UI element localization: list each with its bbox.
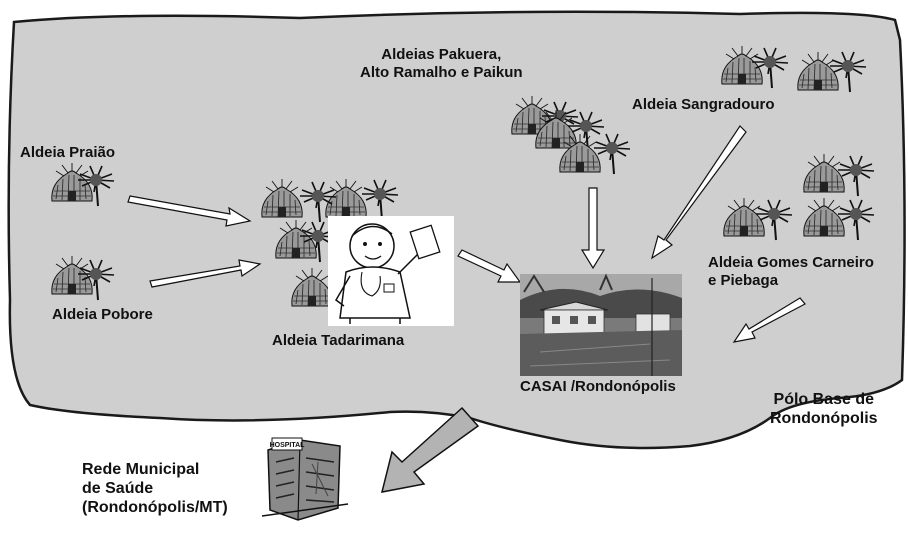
arrow-pakuera-to-casai [580, 187, 606, 270]
casai-photo [520, 273, 682, 376]
label-rede-line2: de Saúde [82, 480, 154, 497]
label-aldeia-tadarimana: Aldeia Tadarimana [272, 332, 405, 349]
label-gomes-line2: e Piebaga [708, 272, 779, 289]
label-aldeia-pobore: Aldeia Pobore [52, 306, 153, 323]
label-polo-base: Pólo Base de Rondonópolis [770, 390, 878, 428]
arrow-gomes-to-casai [732, 297, 806, 343]
label-polo-line1: Pólo Base de [773, 391, 874, 408]
label-rede-line3: (Rondonópolis/MT) [82, 499, 228, 516]
label-polo-line2: Rondonópolis [770, 410, 878, 427]
doctor-icon [328, 216, 454, 326]
label-pakuera-line2: Alto Ramalho e Paikun [360, 64, 523, 81]
hospital-icon: HOSPITAL [261, 437, 349, 521]
label-rede-line1: Rede Municipal [82, 461, 200, 478]
label-aldeia-praiao: Aldeia Praião [20, 144, 116, 161]
label-gomes-line1: Aldeia Gomes Carneiro [708, 254, 874, 271]
hospital-sign-text: HOSPITAL [270, 442, 306, 449]
arrow-pobore-to-tadarimana [149, 259, 262, 288]
arrow-praiao-to-tadarimana [127, 195, 252, 227]
arrow-sangradouro-to-casai [651, 125, 747, 260]
label-rede-municipal: Rede Municipal de Saúde (Rondonópolis/MT… [82, 460, 228, 517]
label-aldeias-pakuera: Aldeias Pakuera, Alto Ramalho e Paikun [360, 46, 523, 82]
label-pakuera-line1: Aldeias Pakuera, [381, 46, 502, 63]
arrow-tadarimana-to-casai [457, 249, 522, 283]
label-aldeia-sangradouro: Aldeia Sangradouro [632, 96, 775, 113]
label-casai: CASAI /Rondonópolis [520, 378, 676, 395]
arrow-casai-to-rede-municipal [380, 406, 480, 493]
label-aldeia-gomes-carneiro: Aldeia Gomes Carneiro e Piebaga [708, 254, 874, 290]
